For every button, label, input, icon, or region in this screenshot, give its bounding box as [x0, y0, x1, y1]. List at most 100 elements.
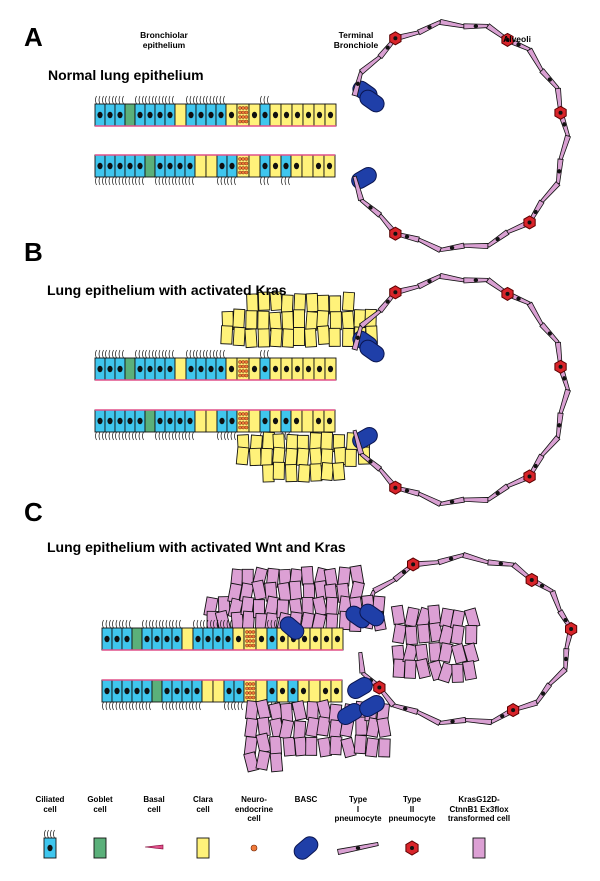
nucleus [557, 169, 562, 174]
clara-cell-body [257, 310, 270, 330]
clara-cell [205, 154, 218, 178]
legend-label-line: pneumocyte [334, 814, 382, 823]
type2-pneumocyte [525, 572, 538, 588]
ciliated-cell [259, 95, 271, 127]
clara-cell [225, 357, 238, 381]
granule [248, 682, 252, 686]
granule [241, 360, 245, 364]
transformed-cell-body [353, 734, 367, 755]
nucleus [411, 562, 416, 567]
nucleus [505, 291, 510, 296]
ciliated-cell [215, 95, 227, 127]
transformed-cell [364, 737, 380, 758]
transformed-cell [241, 610, 256, 631]
transformed-cell-body [403, 659, 417, 679]
type1-pneumocyte [462, 551, 490, 565]
clara-cell-body [249, 447, 262, 467]
clara-cell-body [205, 154, 218, 178]
type1-pneumocyte [547, 666, 568, 687]
nucleus [258, 635, 265, 643]
ciliated-cell [111, 679, 123, 711]
clara-cell [257, 328, 270, 348]
transformed-cell [329, 735, 343, 756]
ciliated-cell [124, 154, 136, 186]
clara-cell [309, 627, 322, 651]
granule [251, 639, 256, 643]
cilia [112, 619, 121, 629]
transformed-cell-body [305, 736, 318, 756]
nucleus [205, 635, 211, 643]
clara-cell [269, 103, 282, 127]
ciliated-cell [192, 619, 204, 651]
clara-cell-body [341, 291, 356, 312]
cilia [196, 95, 205, 105]
nucleus [495, 491, 500, 496]
cilia [186, 349, 195, 359]
clara-cell [201, 679, 214, 703]
granule [248, 691, 252, 695]
panel-a [94, 18, 571, 253]
nucleus [157, 111, 163, 119]
type2-pneumocyte [389, 226, 402, 241]
clara-cell [194, 154, 207, 178]
nucleus [385, 299, 390, 304]
type1-body [352, 429, 365, 456]
nucleus [305, 365, 312, 373]
type1-body [358, 651, 366, 674]
cilia [216, 95, 225, 105]
clara-cell [291, 103, 304, 127]
type1-pneumocyte [439, 496, 465, 507]
nucleus [410, 846, 414, 850]
cilia [132, 701, 141, 711]
clara-cell-body [293, 293, 307, 313]
ciliated-cell [154, 95, 166, 127]
nucleus [279, 687, 286, 695]
ciliated-cell [164, 409, 176, 441]
type1-pneumocyte [563, 648, 570, 670]
cilia [95, 95, 104, 105]
region-label-bronchiolar: Bronchiolar epithelium [124, 30, 204, 50]
cilia [216, 349, 225, 359]
nucleus [505, 37, 510, 42]
nucleus [498, 561, 504, 566]
neuroendocrine-cell [236, 409, 250, 433]
cilia [267, 619, 276, 629]
type2-pneumocyte [389, 31, 402, 46]
nucleus [269, 687, 275, 695]
transformed-cell-body [437, 661, 455, 684]
type1-pneumocyte [540, 435, 561, 458]
legend-label-basc: BASC [275, 795, 337, 805]
nucleus [187, 162, 193, 170]
neuroendocrine-cell [243, 627, 257, 651]
nucleus [219, 162, 225, 170]
type1-pneumocyte [417, 237, 442, 253]
clara-cell-body [344, 448, 357, 467]
goblet-cell [144, 409, 156, 433]
transformed-cell [415, 658, 431, 680]
type1-pneumocyte [558, 388, 571, 415]
clara-cell [320, 627, 333, 651]
type1-pneumocyte [358, 651, 366, 674]
clara-cell-body [281, 328, 295, 348]
nucleus [47, 844, 53, 852]
ciliated-cell [144, 95, 156, 127]
nucleus [208, 111, 214, 119]
transformed-cell-body [450, 642, 468, 665]
granule [244, 369, 249, 373]
ciliated-cell [94, 154, 106, 186]
transformed-cell [269, 752, 284, 773]
nucleus [164, 635, 170, 643]
type1-body [372, 577, 397, 594]
nucleus [262, 162, 268, 170]
ciliated-cell [94, 95, 106, 127]
nucleus [229, 162, 235, 170]
cilia [175, 431, 184, 441]
clara-cell [304, 328, 318, 348]
transformed-cell [376, 717, 392, 738]
transformed-cell-body [340, 736, 357, 759]
clara-cell-body [329, 295, 342, 315]
nucleus [283, 417, 289, 425]
nucleus [124, 687, 130, 695]
clara-cell [301, 409, 314, 433]
